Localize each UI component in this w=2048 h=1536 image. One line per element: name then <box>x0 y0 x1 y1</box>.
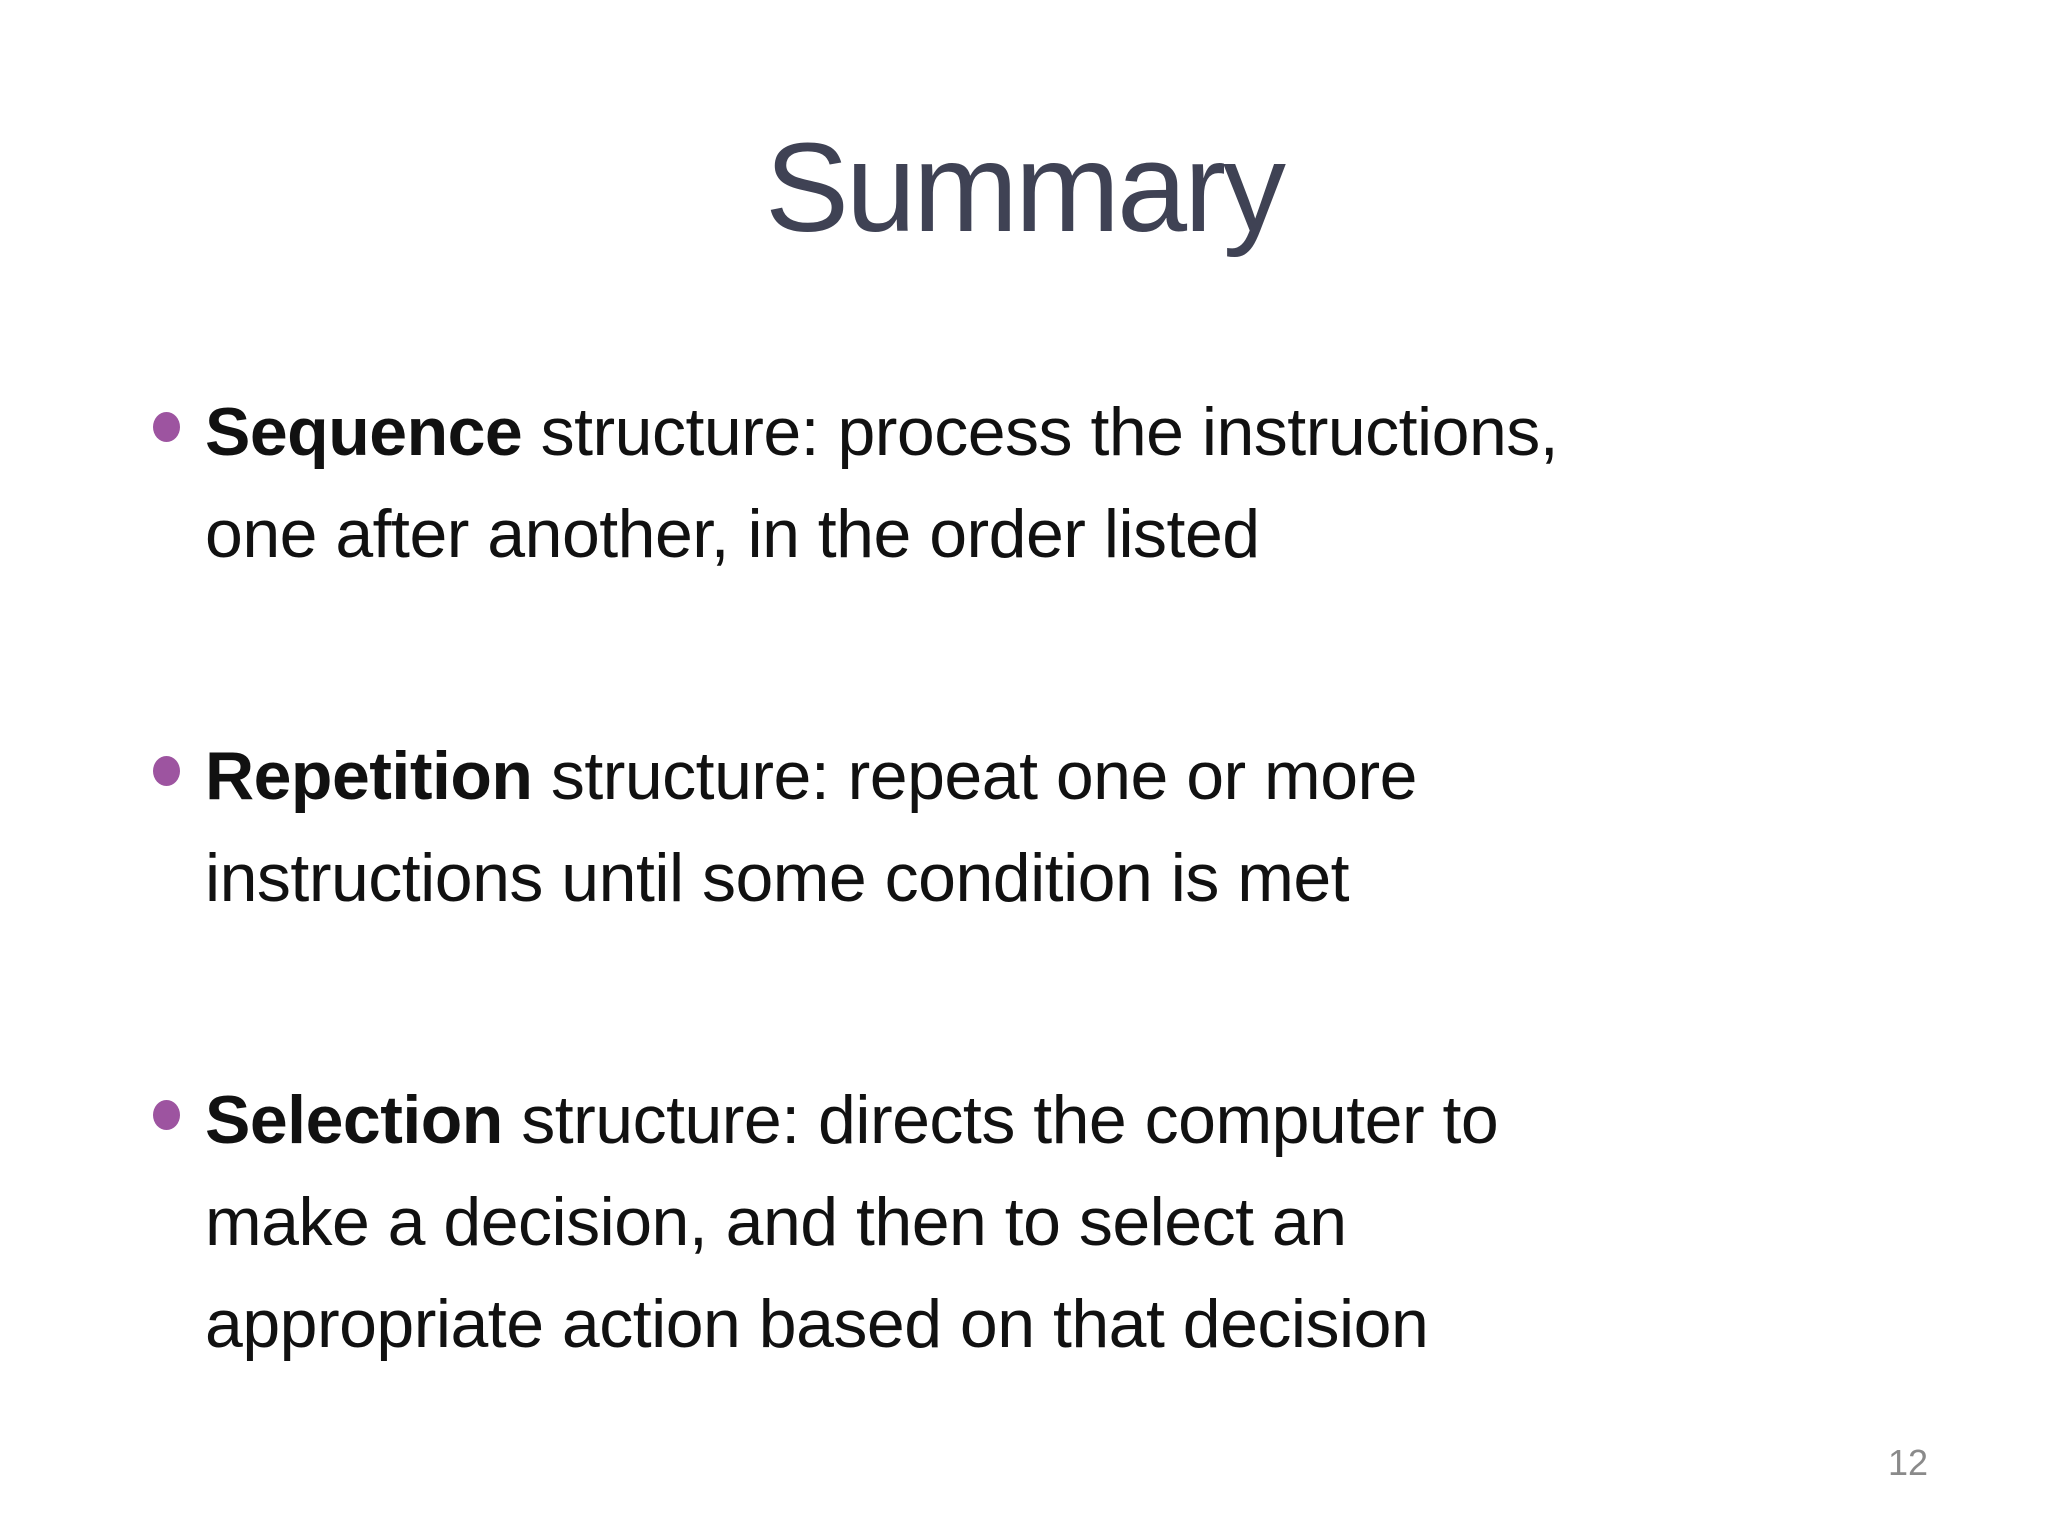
bullet-list: Sequence structure: process the instruct… <box>153 381 1913 1515</box>
bullet-keyword: Repetition <box>205 738 533 814</box>
bullet-item-repetition: Repetition structure: repeat one or more… <box>153 725 1913 929</box>
bullet-dot-icon <box>153 1100 180 1130</box>
bullet-text-line: Selection structure: directs the compute… <box>205 1069 1913 1171</box>
bullet-keyword: Selection <box>205 1082 503 1158</box>
bullet-text: structure: directs the computer to <box>502 1082 1499 1158</box>
bullet-dot-icon <box>153 412 180 442</box>
bullet-text-line: one after another, in the order listed <box>205 496 1260 572</box>
bullet-dot-icon <box>153 756 180 786</box>
bullet-text: structure: process the instructions, <box>522 394 1559 470</box>
bullet-text-line: Repetition structure: repeat one or more <box>205 725 1913 827</box>
page-number: 12 <box>1887 1442 1928 1483</box>
bullet-text-line: make a decision, and then to select an <box>205 1184 1347 1260</box>
bullet-text-line: instructions until some condition is met <box>205 840 1350 916</box>
slide-title: Summary <box>764 117 1286 258</box>
bullet-item-sequence: Sequence structure: process the instruct… <box>153 381 1913 585</box>
bullet-text-line: Sequence structure: process the instruct… <box>205 381 1913 483</box>
bullet-text: structure: repeat one or more <box>532 738 1418 814</box>
bullet-item-selection: Selection structure: directs the compute… <box>153 1069 1913 1375</box>
bullet-keyword: Sequence <box>205 394 523 470</box>
bullet-text-line: appropriate action based on that decisio… <box>205 1286 1429 1362</box>
